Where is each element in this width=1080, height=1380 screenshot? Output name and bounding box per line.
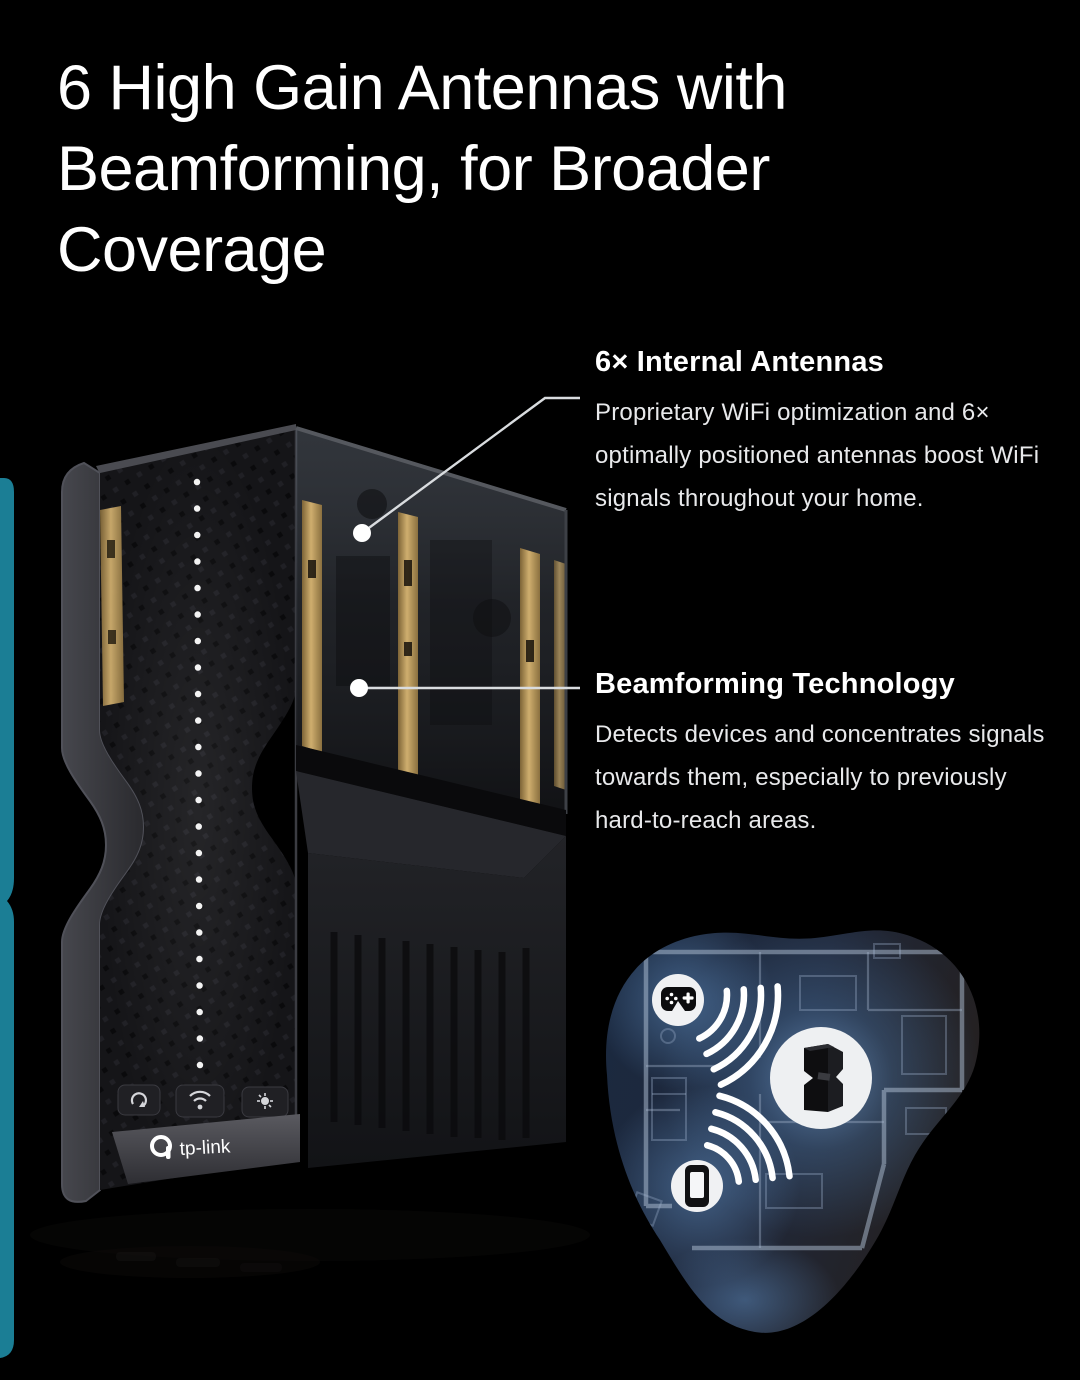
strip-slot — [107, 540, 115, 558]
gamepad-icon — [661, 987, 696, 1011]
base-vents — [330, 932, 530, 1140]
base-shadow-wedge — [296, 745, 566, 836]
base-lid — [296, 771, 566, 878]
wifi-signal-icon — [703, 1092, 793, 1185]
floorplan-furniture — [627, 943, 947, 1227]
controller-badge — [652, 974, 704, 1026]
front-antenna-strip — [100, 506, 124, 706]
router-badge — [770, 1027, 872, 1129]
wps-button — [117, 1084, 161, 1116]
callout-internal-antennas: 6× Internal Antennas Proprietary WiFi op… — [595, 344, 1047, 520]
tp-link-logo-text: tp-link — [179, 1136, 231, 1160]
router-front-buttons — [117, 1084, 289, 1118]
front-panel-sheen — [100, 430, 296, 1190]
page-title: 6 High Gain Antennas with Beamforming, f… — [57, 53, 787, 285]
smartphone-icon — [685, 1165, 709, 1207]
callout-connectors — [350, 396, 580, 697]
callout-beamforming-body: Detects devices and concentrates signals… — [595, 721, 1045, 834]
wifi-signal-icon — [696, 983, 782, 1088]
antennas-leader-line — [361, 396, 580, 534]
router-icon — [804, 1044, 843, 1112]
callout-internal-antennas-title: 6× Internal Antennas — [595, 346, 884, 378]
led-icon — [257, 1093, 273, 1109]
logo-plate — [112, 1114, 300, 1184]
wps-icon — [130, 1092, 148, 1107]
coverage-illustration — [606, 930, 980, 1333]
tail-glow — [650, 1238, 840, 1333]
strip-slot — [108, 630, 116, 644]
callout-beamforming-title: Beamforming Technology — [595, 668, 955, 700]
glass-top-rim — [295, 426, 567, 512]
floorplan-walls — [643, 949, 965, 1251]
floor-reflection — [30, 1209, 590, 1278]
callout-internal-antennas-body: Proprietary WiFi optimization and 6× opt… — [595, 399, 1040, 512]
callout-beamforming: Beamforming Technology Detects devices a… — [595, 666, 1047, 842]
left-edge-accent-tab — [0, 478, 14, 1358]
router-product-image: tp-link — [30, 424, 590, 1278]
router-internals — [302, 489, 566, 810]
beamforming-leader-dot — [350, 679, 368, 697]
wifi-button — [175, 1084, 225, 1118]
tp-link-logo: tp-link — [150, 1135, 231, 1160]
router-top-rim — [96, 424, 296, 474]
antennas-leader-dot — [353, 524, 371, 542]
phone-badge — [671, 1160, 723, 1212]
wifi-icon — [189, 1090, 211, 1110]
